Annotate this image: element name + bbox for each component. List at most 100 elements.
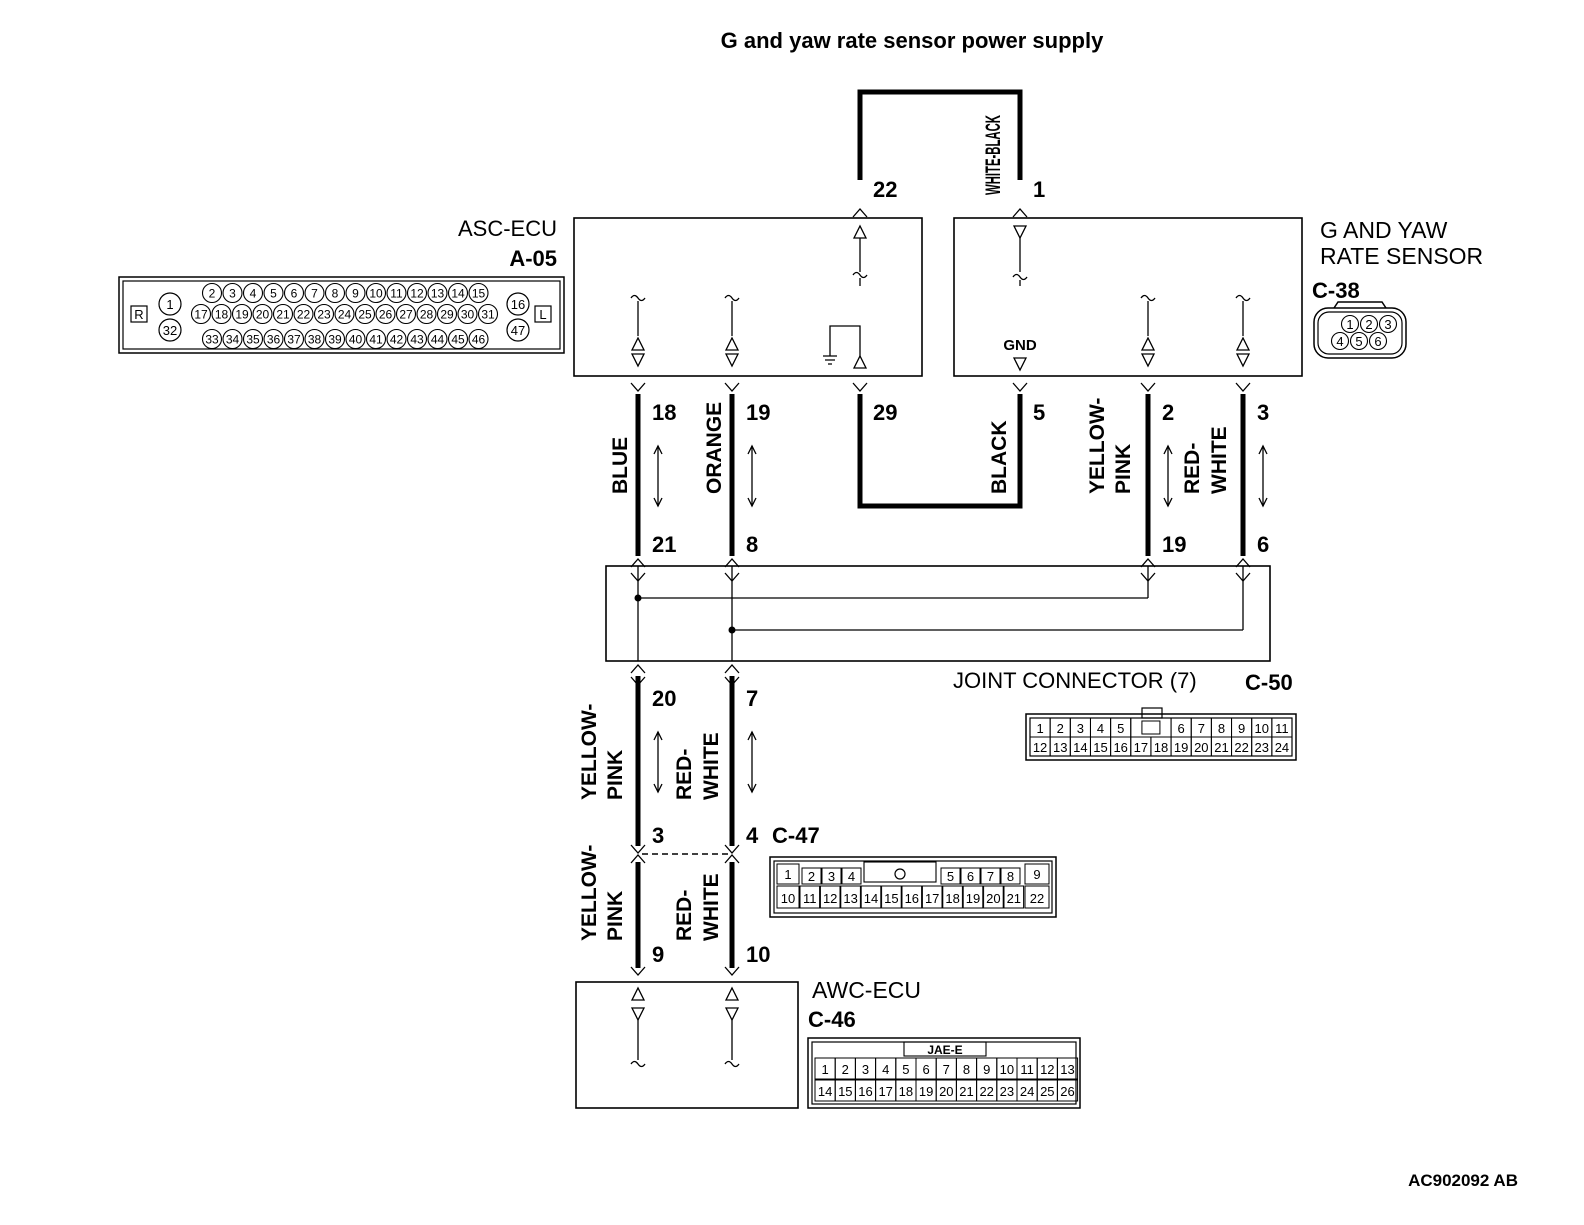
sensor-pin-2-label: 2 — [1162, 400, 1174, 425]
wire-jc-7-label-line2: WHITE — [700, 732, 723, 800]
asc-ecu-box — [573, 217, 923, 377]
c47-face-pin: 6 — [967, 869, 974, 884]
sensor-face-pin: 2 — [1365, 317, 1372, 332]
jc-face-pin: 22 — [1234, 740, 1248, 755]
asc-face-pin: 23 — [317, 308, 331, 322]
wire-awc-10-label-line1: RED- — [673, 890, 696, 941]
terminal-chevron — [724, 966, 740, 976]
pin-triangle-up — [724, 986, 740, 1001]
asc-face-pin: 16 — [511, 297, 525, 312]
wire-break — [630, 1060, 646, 1068]
awc-face-pin: 12 — [1040, 1062, 1054, 1077]
pin-triangle-up — [1235, 336, 1251, 351]
asc-face-pin: 10 — [369, 287, 383, 301]
asc-face-pin: 7 — [311, 287, 318, 301]
c47-face-pin: 18 — [945, 891, 959, 906]
wire-jc-7-label-line1: RED- — [673, 749, 696, 800]
asc-face-pin: 12 — [410, 287, 424, 301]
wire-awc-9-label-line2: PINK — [604, 891, 627, 941]
terminal-chevron — [1012, 208, 1028, 218]
c47-connector-id: C-47 — [772, 823, 820, 848]
asc-pin-18-label: 18 — [652, 400, 676, 425]
awc-face-pin: 1 — [821, 1062, 828, 1077]
awc-face-pin: 25 — [1040, 1084, 1054, 1099]
c47-face-pin: 21 — [1007, 891, 1021, 906]
awc-face-pin: 2 — [842, 1062, 849, 1077]
sensor-gnd-label: GND — [1003, 337, 1037, 354]
footer-code: AC902092 AB — [1408, 1171, 1518, 1190]
pin-triangle-down — [724, 353, 740, 368]
jc-face-pin: 7 — [1198, 721, 1205, 736]
c47-face-pin: 5 — [947, 869, 954, 884]
wire-awc-10-label-line2: WHITE — [700, 873, 723, 941]
asc-face-pin: 17 — [194, 308, 208, 322]
jc-face-pin: 17 — [1134, 740, 1148, 755]
wire-sensor-2-label-line1: YELLOW- — [1086, 398, 1109, 494]
terminal-chevron — [1012, 382, 1028, 392]
jc-pin-7-label: 7 — [746, 686, 758, 711]
jc-face-pin: 9 — [1238, 721, 1245, 736]
awc-face-pin: 13 — [1060, 1062, 1074, 1077]
wire-break — [1140, 294, 1156, 302]
terminal-chevron — [630, 572, 646, 582]
pin-triangle-down — [630, 1007, 646, 1022]
wire-jc-20-label-line2: PINK — [604, 750, 627, 800]
asc-face-pin: 38 — [308, 333, 322, 347]
pin-triangle-down — [724, 1007, 740, 1022]
asc-face-pin: 4 — [250, 287, 257, 301]
jc-pin-8-label: 8 — [746, 532, 758, 557]
wire-break — [1012, 273, 1028, 281]
asc-face-pin: 40 — [349, 333, 363, 347]
sensor-pin-3-label: 3 — [1257, 400, 1269, 425]
asc-face-pin: 8 — [332, 287, 339, 301]
sensor-face-pin: 1 — [1346, 317, 1353, 332]
asc-ecu-connector-id: A-05 — [509, 246, 557, 271]
jc-face-pin: 2 — [1057, 721, 1064, 736]
asc-pin-22-label: 22 — [873, 177, 897, 202]
awc-ecu-connector-id: C-46 — [808, 1007, 856, 1032]
terminal-chevron — [630, 854, 646, 864]
g-yaw-sensor-connector-id: C-38 — [1312, 278, 1360, 303]
terminal-chevron — [724, 854, 740, 864]
c47-face-pin: 9 — [1033, 867, 1040, 882]
asc-ecu-label: ASC-ECU — [458, 216, 557, 241]
wire-sensor-3-label-line1: RED- — [1181, 443, 1204, 494]
jc-face-pin: 18 — [1154, 740, 1168, 755]
joint-connector-id: C-50 — [1245, 670, 1293, 695]
asc-face-pin: 18 — [215, 308, 229, 322]
awc-face-label: JAE-E — [927, 1043, 962, 1057]
jc-face-pin: 11 — [1275, 721, 1289, 736]
wire-black-label: BLACK — [988, 421, 1011, 495]
awc-face-pin: 9 — [983, 1062, 990, 1077]
joint-connector-label: JOINT CONNECTOR (7) — [953, 668, 1197, 693]
asc-face-pin: 2 — [209, 287, 216, 301]
pin-triangle-up — [852, 224, 868, 239]
terminal-chevron — [630, 966, 646, 976]
signal-direction — [747, 730, 757, 741]
wire-white-black-loop — [857, 89, 1023, 180]
asc-face-pin: 41 — [369, 333, 383, 347]
c47-face-pin: 7 — [987, 869, 994, 884]
sensor-face-pin: 3 — [1384, 317, 1391, 332]
asc-face-pin: 37 — [287, 333, 301, 347]
asc-face-pin: 27 — [399, 308, 413, 322]
asc-face-pin: 3 — [229, 287, 236, 301]
signal-direction — [747, 444, 757, 455]
asc-face-pin: 33 — [205, 333, 219, 347]
c47-face-pin: 19 — [966, 891, 980, 906]
c47-face-pin: 22 — [1030, 891, 1044, 906]
terminal-chevron — [630, 844, 646, 854]
terminal-chevron — [1140, 558, 1156, 568]
jc-pin-6-label: 6 — [1257, 532, 1269, 557]
asc-pin-19-label: 19 — [746, 400, 770, 425]
jc-face-pin: 14 — [1073, 740, 1087, 755]
jc-face-pin: 1 — [1036, 721, 1043, 736]
asc-face-pin: 19 — [235, 308, 249, 322]
terminal-chevron — [630, 676, 646, 686]
jc-face-pin: 6 — [1178, 721, 1185, 736]
